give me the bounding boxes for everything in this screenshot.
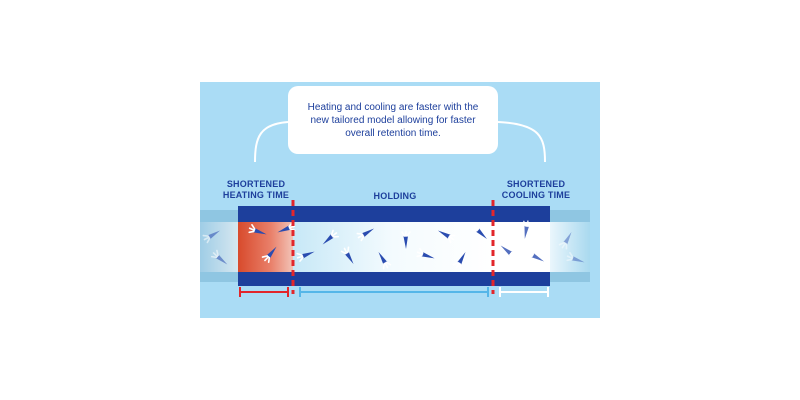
- process-diagram: Heating and cooling are faster with the …: [200, 82, 600, 318]
- callout-line-1: Heating and cooling are faster with the: [307, 101, 479, 113]
- callout-line-3: overall retention time.: [345, 127, 441, 139]
- holding-label-text: HOLDING: [373, 191, 417, 201]
- cooling-duration-marker: [499, 287, 549, 297]
- heating-label-line-1: SHORTENED: [226, 179, 286, 189]
- cooling-label: SHORTENED COOLING TIME: [496, 179, 576, 201]
- callout-text: Heating and cooling are faster with the …: [295, 101, 491, 140]
- callout-box: Heating and cooling are faster with the …: [288, 86, 498, 154]
- heating-label-line-2: HEATING TIME: [222, 190, 290, 200]
- cooling-zone: [493, 222, 550, 272]
- holding-label: HOLDING: [350, 191, 440, 202]
- holding-duration-marker: [299, 287, 489, 297]
- cooling-label-line-1: SHORTENED: [506, 179, 566, 189]
- callout-line-2: new tailored model allowing for faster: [310, 114, 476, 126]
- cooling-label-line-2: COOLING TIME: [501, 190, 571, 200]
- heating-label: SHORTENED HEATING TIME: [216, 179, 296, 201]
- holding-zone: [293, 222, 493, 272]
- heating-duration-marker: [239, 287, 289, 297]
- diagram-graphic: [200, 121, 590, 297]
